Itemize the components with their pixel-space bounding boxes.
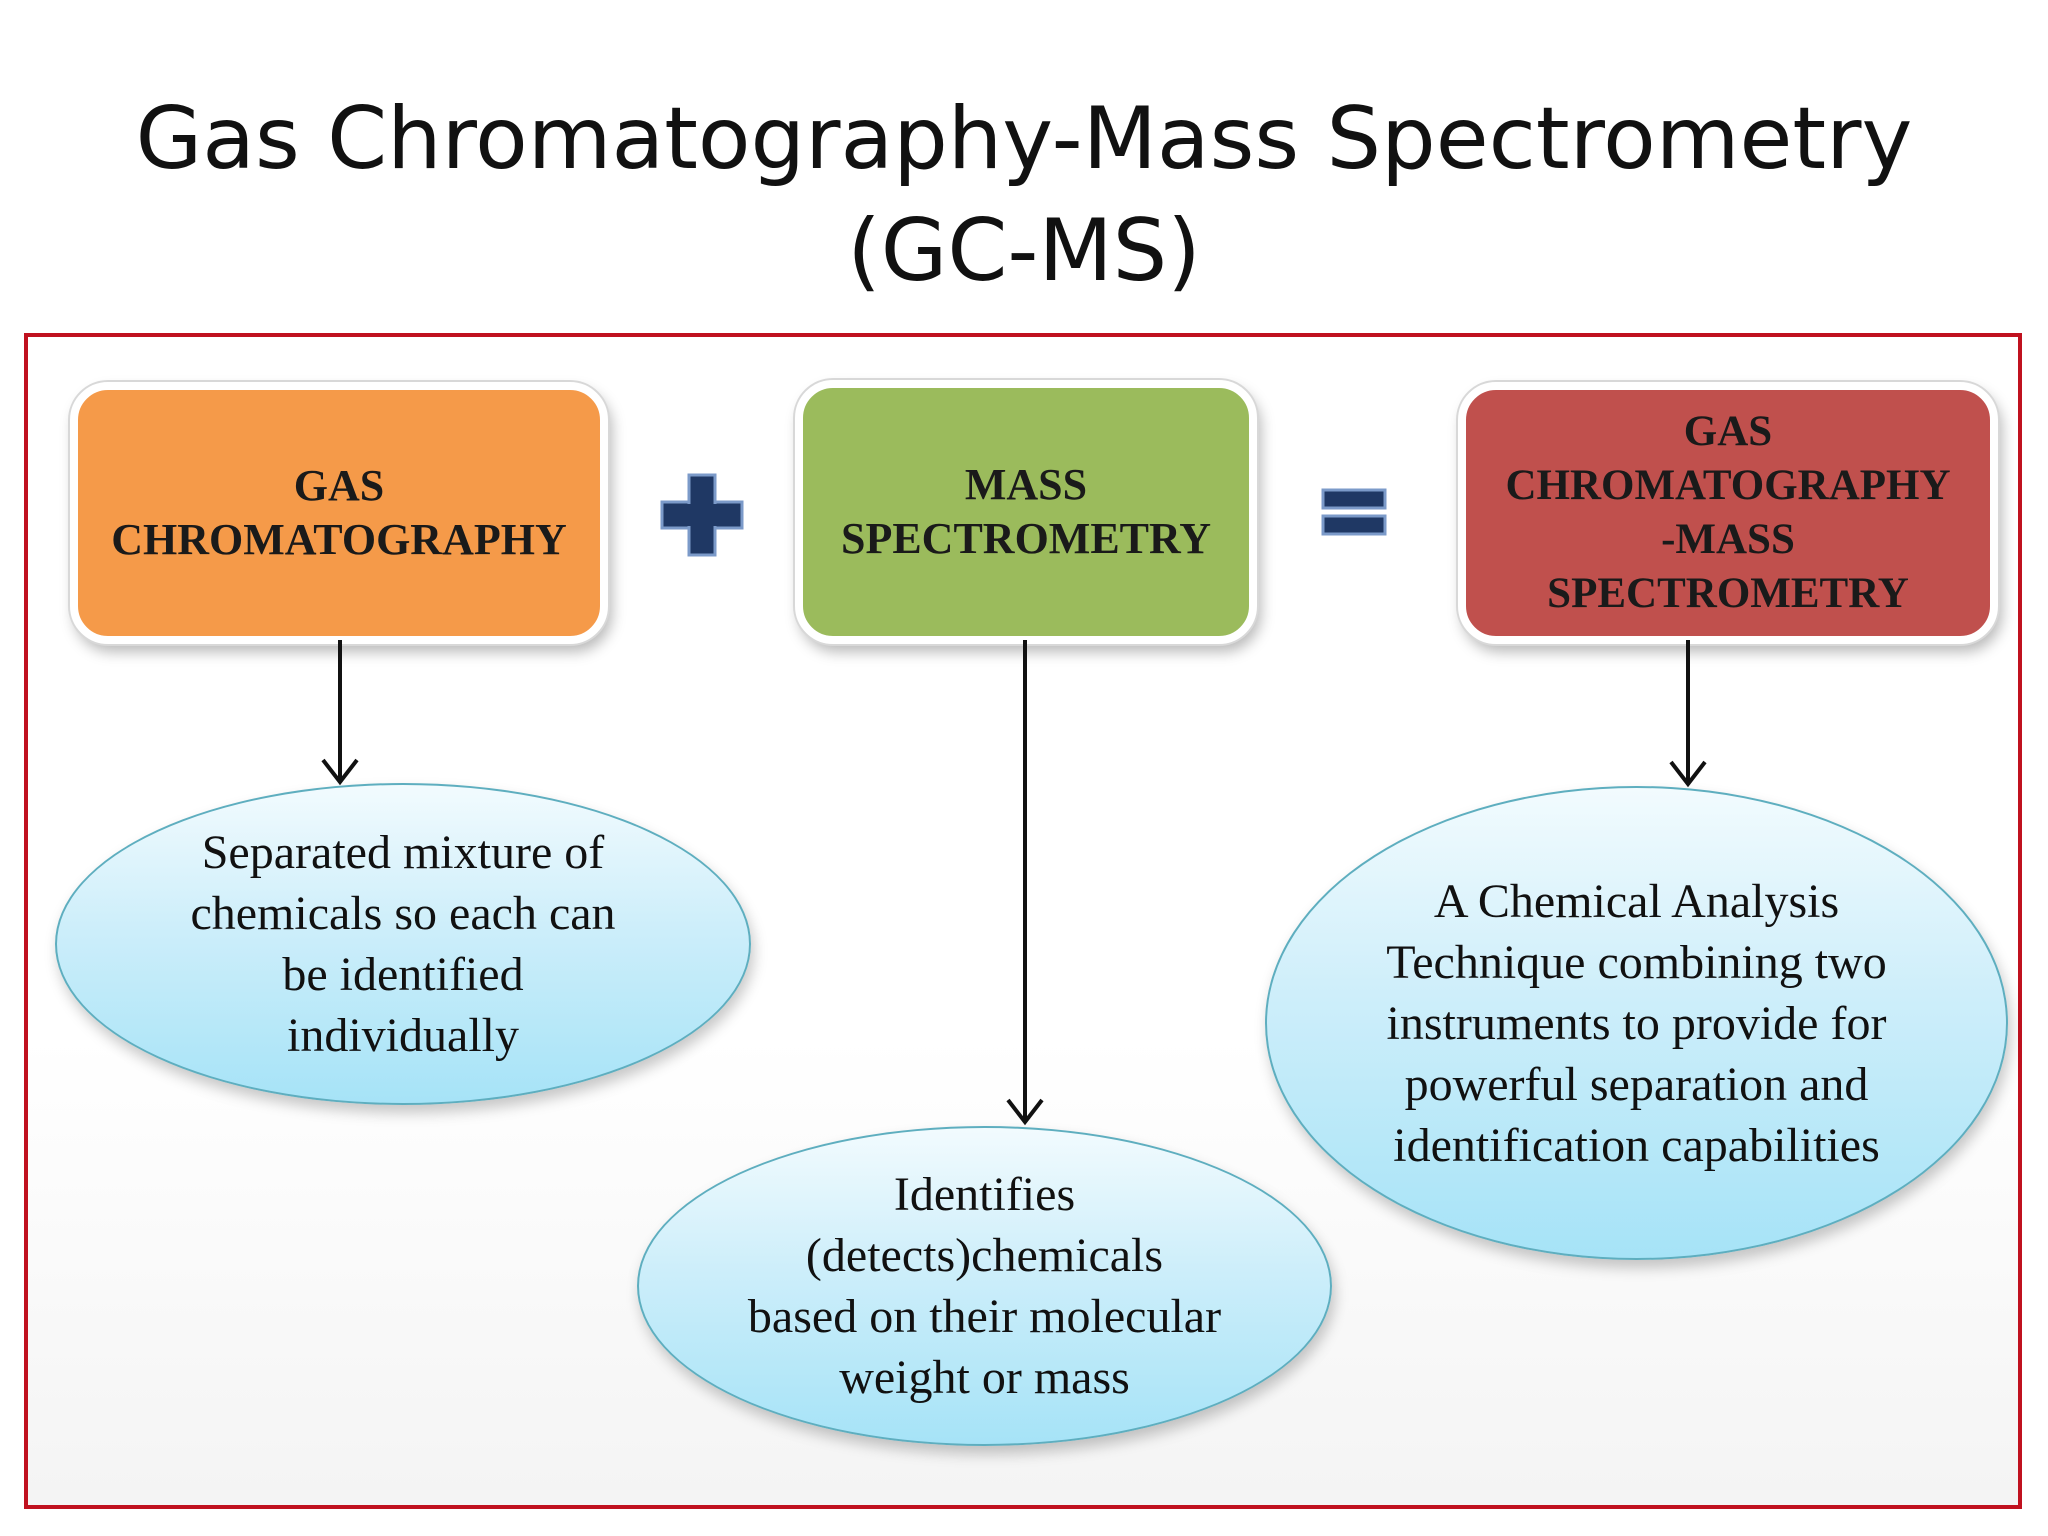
gc-ms-description: A Chemical Analysis Technique combining …: [1265, 786, 2008, 1260]
gc-ms-description-text: A Chemical Analysis Technique combining …: [1386, 874, 1887, 1172]
mass-spectrometry-description: Identifies (detects)chemicals based on t…: [637, 1126, 1332, 1446]
mass-spectrometry-label: MASS SPECTROMETRY: [840, 460, 1212, 563]
gc-ms-label: GAS CHROMATOGRAPHY -MASS SPECTROMETRY: [1505, 408, 1951, 617]
mass-spectrometry-box: MASS SPECTROMETRY: [795, 380, 1257, 644]
gas-chromatography-label: GAS CHROMATOGRAPHY: [111, 461, 567, 564]
gc-ms-box: GAS CHROMATOGRAPHY -MASS SPECTROMETRY: [1458, 382, 1998, 644]
title-line-2: (GC-MS): [847, 201, 1201, 301]
mass-spectrometry-description-text: Identifies (detects)chemicals based on t…: [747, 1168, 1222, 1404]
gas-chromatography-description: Separated mixture of chemicals so each c…: [55, 783, 751, 1105]
gas-chromatography-description-text: Separated mixture of chemicals so each c…: [190, 826, 616, 1062]
gas-chromatography-box: GAS CHROMATOGRAPHY: [70, 382, 608, 644]
title-line-1: Gas Chromatography-Mass Spectrometry: [135, 89, 1913, 189]
